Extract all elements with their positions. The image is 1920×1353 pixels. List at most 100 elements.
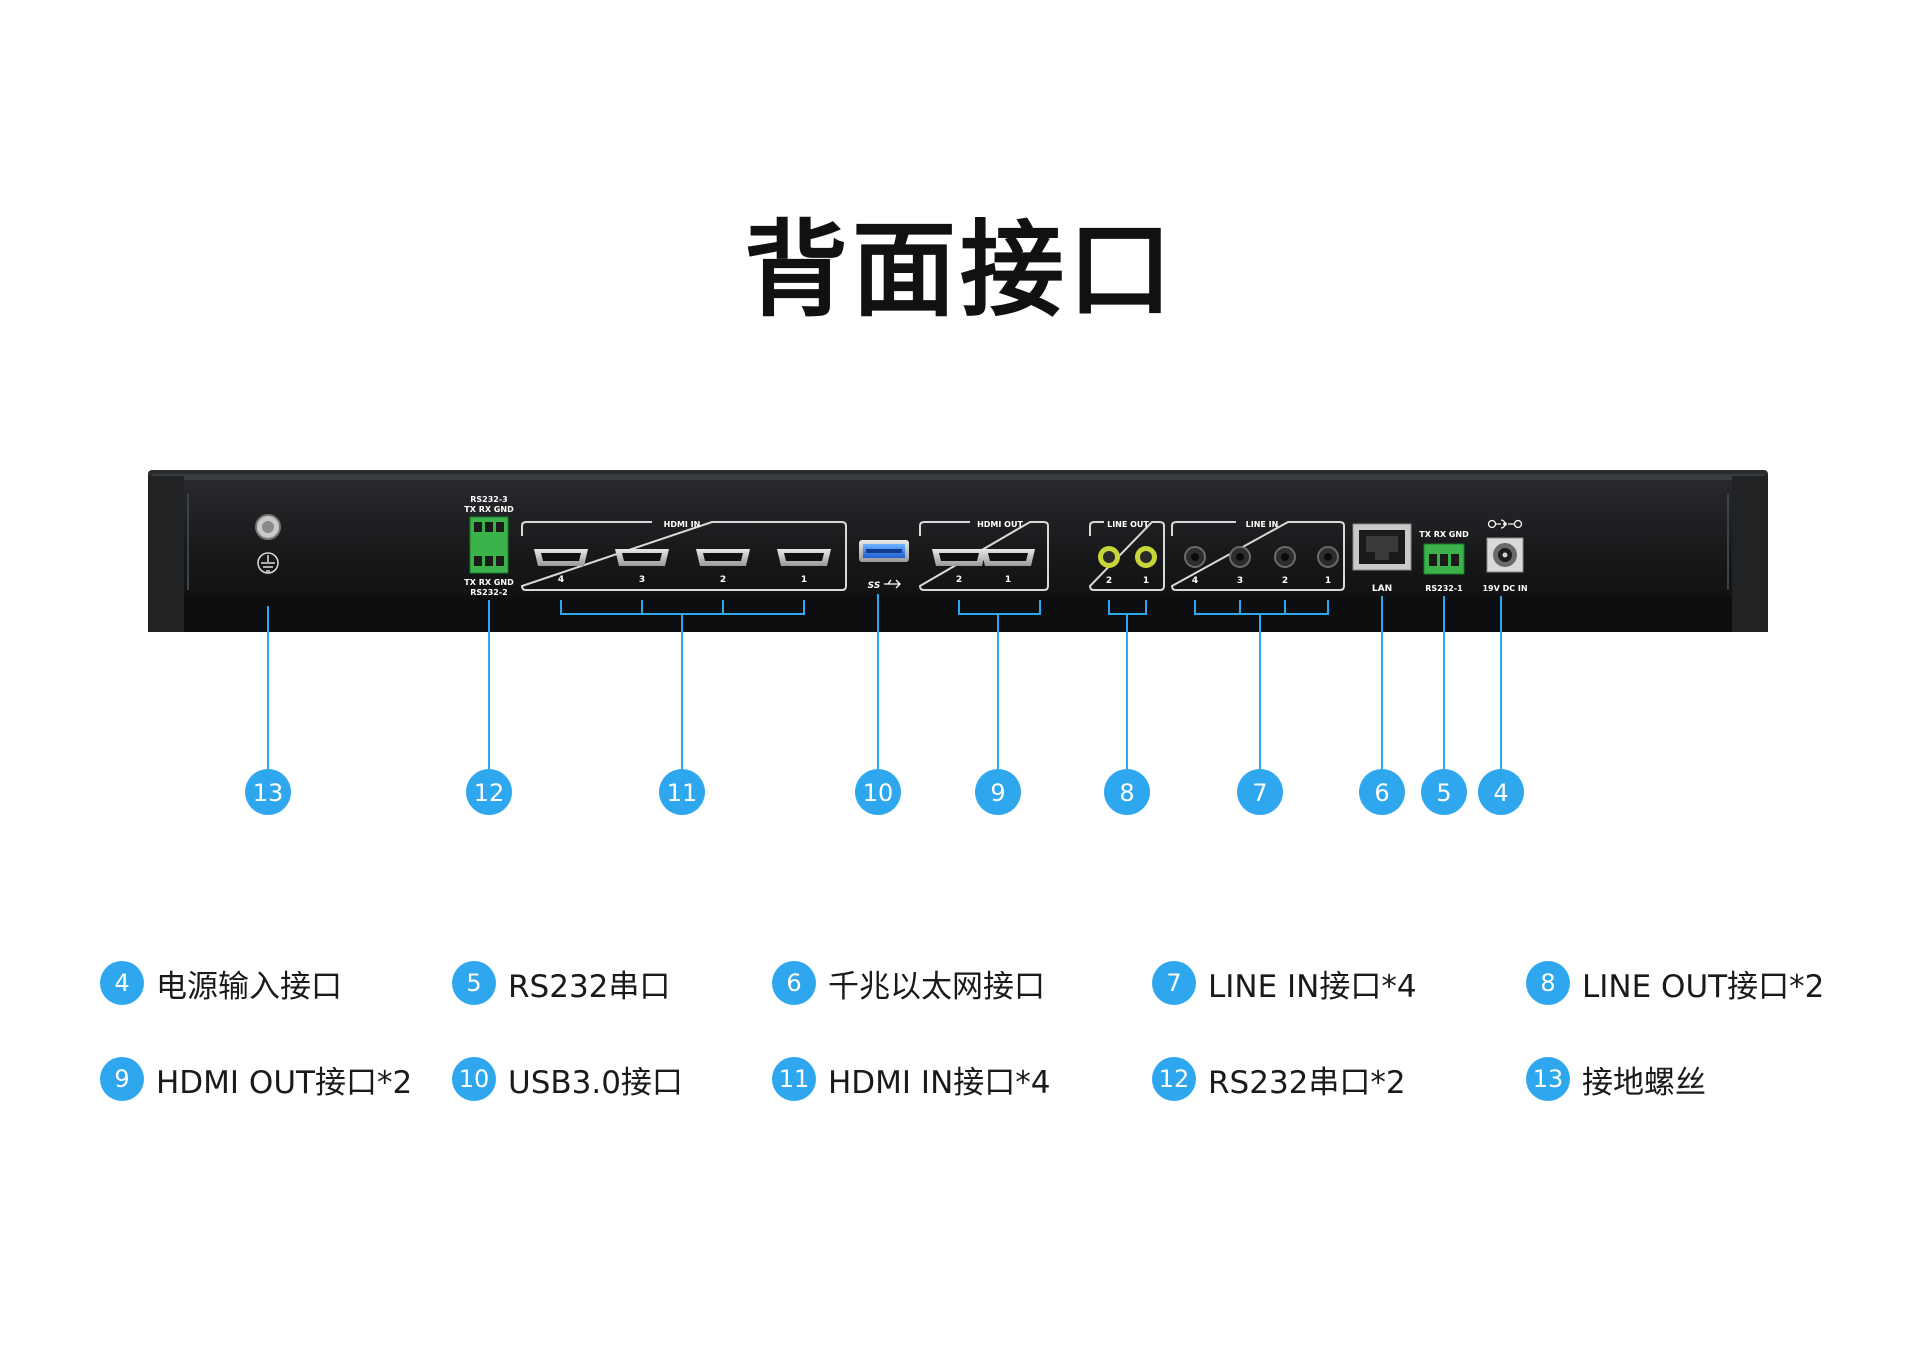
callout-marker: 13 [245,769,291,815]
legend-item: 4 电源输入接口 [100,960,342,1006]
callout-number: 12 [474,779,505,807]
callout-marker: 5 [1421,769,1467,815]
legend-item: 13 接地螺丝 [1526,1056,1706,1102]
legend-label: LINE OUT接口*2 [1582,968,1825,1005]
label-tx-rx-gnd-rs232-1: TX RX GND [1419,530,1469,539]
hdmi-in-port: 1 [777,549,831,585]
legend-number-badge: 5 [452,961,496,1005]
callout-number: 13 [253,779,284,807]
line-in-group: LINE IN 4 3 2 1 [1170,520,1345,591]
hdmi-out-port: 2 [932,549,986,585]
legend-number-badge: 10 [452,1057,496,1101]
legend-label: HDMI IN接口*4 [828,1064,1051,1101]
legend-label: 接地螺丝 [1582,1064,1706,1101]
legend-label: USB3.0接口 [508,1064,683,1101]
hdmi-out-port-number: 1 [1005,575,1011,585]
label-rs232-2: RS232-2 [470,588,508,597]
legend-item: 9 HDMI OUT接口*2 [100,1056,412,1102]
label-lan: LAN [1372,584,1392,594]
hdmi-in-group: HDMI IN 4 3 2 1 [520,520,847,591]
dc-power-jack: 19V DC IN [1482,519,1528,593]
hdmi-in-port-number: 2 [720,575,726,585]
line-out-jack: 2 [1098,546,1120,586]
callout-number: 11 [667,779,698,807]
label-tx-rx-gnd-top: TX RX GND [464,505,514,514]
usb-icon [884,579,901,589]
ground-screw [255,514,281,574]
line-out-jack: 1 [1135,546,1157,586]
callout-markers: 13 12 11 10 9 8 [245,769,1524,815]
line-in-port-number: 1 [1325,576,1331,586]
callout-marker: 4 [1478,769,1524,815]
label-hdmi-out: HDMI OUT [977,520,1023,529]
callout-number: 4 [1493,779,1508,807]
hdmi-in-port: 3 [615,549,669,585]
line-out-port-number: 2 [1106,576,1112,586]
line-in-jack: 3 [1229,546,1251,586]
line-in-port-number: 3 [1237,576,1243,586]
callout-marker: 12 [466,769,512,815]
label-line-in: LINE IN [1246,520,1279,529]
legend-item: 7 LINE IN接口*4 [1152,960,1417,1006]
callout-marker: 11 [659,769,705,815]
callout-number: 7 [1252,779,1267,807]
callout-leaders [267,594,1502,769]
legend-row: 9 HDMI OUT接口*2 10 USB3.0接口 11 HDMI IN接口*… [100,1056,1860,1152]
line-in-port-number: 4 [1192,576,1198,586]
line-in-jack: 2 [1274,546,1296,586]
line-in-jack: 1 [1317,546,1339,586]
hdmi-in-port: 4 [534,549,588,585]
hdmi-in-port-number: 1 [801,575,807,585]
line-out-group: LINE OUT 2 1 [1088,520,1165,591]
label-rs232-1: RS232-1 [1425,584,1463,593]
hdmi-out-port-number: 2 [956,575,962,585]
usb-logo-text: SS [868,581,881,591]
legend-label: RS232串口*2 [1208,1064,1406,1101]
callout-marker: 9 [975,769,1021,815]
lan-port: LAN [1352,523,1412,594]
callout-marker: 10 [855,769,901,815]
callout-number: 9 [990,779,1005,807]
callout-number: 6 [1374,779,1389,807]
hdmi-in-port-number: 4 [558,575,564,585]
legend-item: 6 千兆以太网接口 [772,960,1045,1006]
legend: 4 电源输入接口 5 RS232串口 6 千兆以太网接口 7 LINE IN接口… [100,960,1860,1152]
dc-polarity-icon [1487,519,1523,529]
label-dc-in: 19V DC IN [1482,584,1527,593]
hdmi-in-port: 2 [696,549,750,585]
line-out-port-number: 1 [1143,576,1149,586]
hdmi-out-port: 1 [981,549,1035,585]
legend-number-badge: 11 [772,1057,816,1101]
legend-number-badge: 8 [1526,961,1570,1005]
legend-number-badge: 12 [1152,1057,1196,1101]
legend-item: 12 RS232串口*2 [1152,1056,1406,1102]
legend-label: 千兆以太网接口 [828,968,1045,1005]
label-rs232-3: RS232-3 [470,495,508,504]
legend-item: 5 RS232串口 [452,960,670,1006]
legend-label: HDMI OUT接口*2 [156,1064,413,1101]
ground-icon [257,552,279,574]
legend-item: 11 HDMI IN接口*4 [772,1056,1050,1102]
label-hdmi-in: HDMI IN [664,520,701,529]
usb3-port: SS [859,540,909,591]
legend-number-badge: 7 [1152,961,1196,1005]
legend-number-badge: 6 [772,961,816,1005]
callout-marker: 7 [1237,769,1283,815]
line-in-jack: 4 [1184,546,1206,586]
callout-number: 10 [863,779,894,807]
legend-label: LINE IN接口*4 [1208,968,1417,1005]
legend-label: 电源输入接口 [156,968,342,1005]
label-tx-rx-gnd-bottom: TX RX GND [464,578,514,587]
legend-label: RS232串口 [508,968,671,1005]
label-line-out: LINE OUT [1107,520,1149,529]
legend-number-badge: 13 [1526,1057,1570,1101]
page-title: 背面接口 [743,209,1176,331]
rs232-1-block: TX RX GND RS232-1 [1419,530,1469,593]
hdmi-in-port-number: 3 [639,575,645,585]
rs232-2-3-block: RS232-3 TX RX GND TX RX GND RS232-2 [464,495,514,597]
legend-item: 10 USB3.0接口 [452,1056,683,1102]
legend-item: 8 LINE OUT接口*2 [1526,960,1824,1006]
legend-number-badge: 4 [100,961,144,1005]
